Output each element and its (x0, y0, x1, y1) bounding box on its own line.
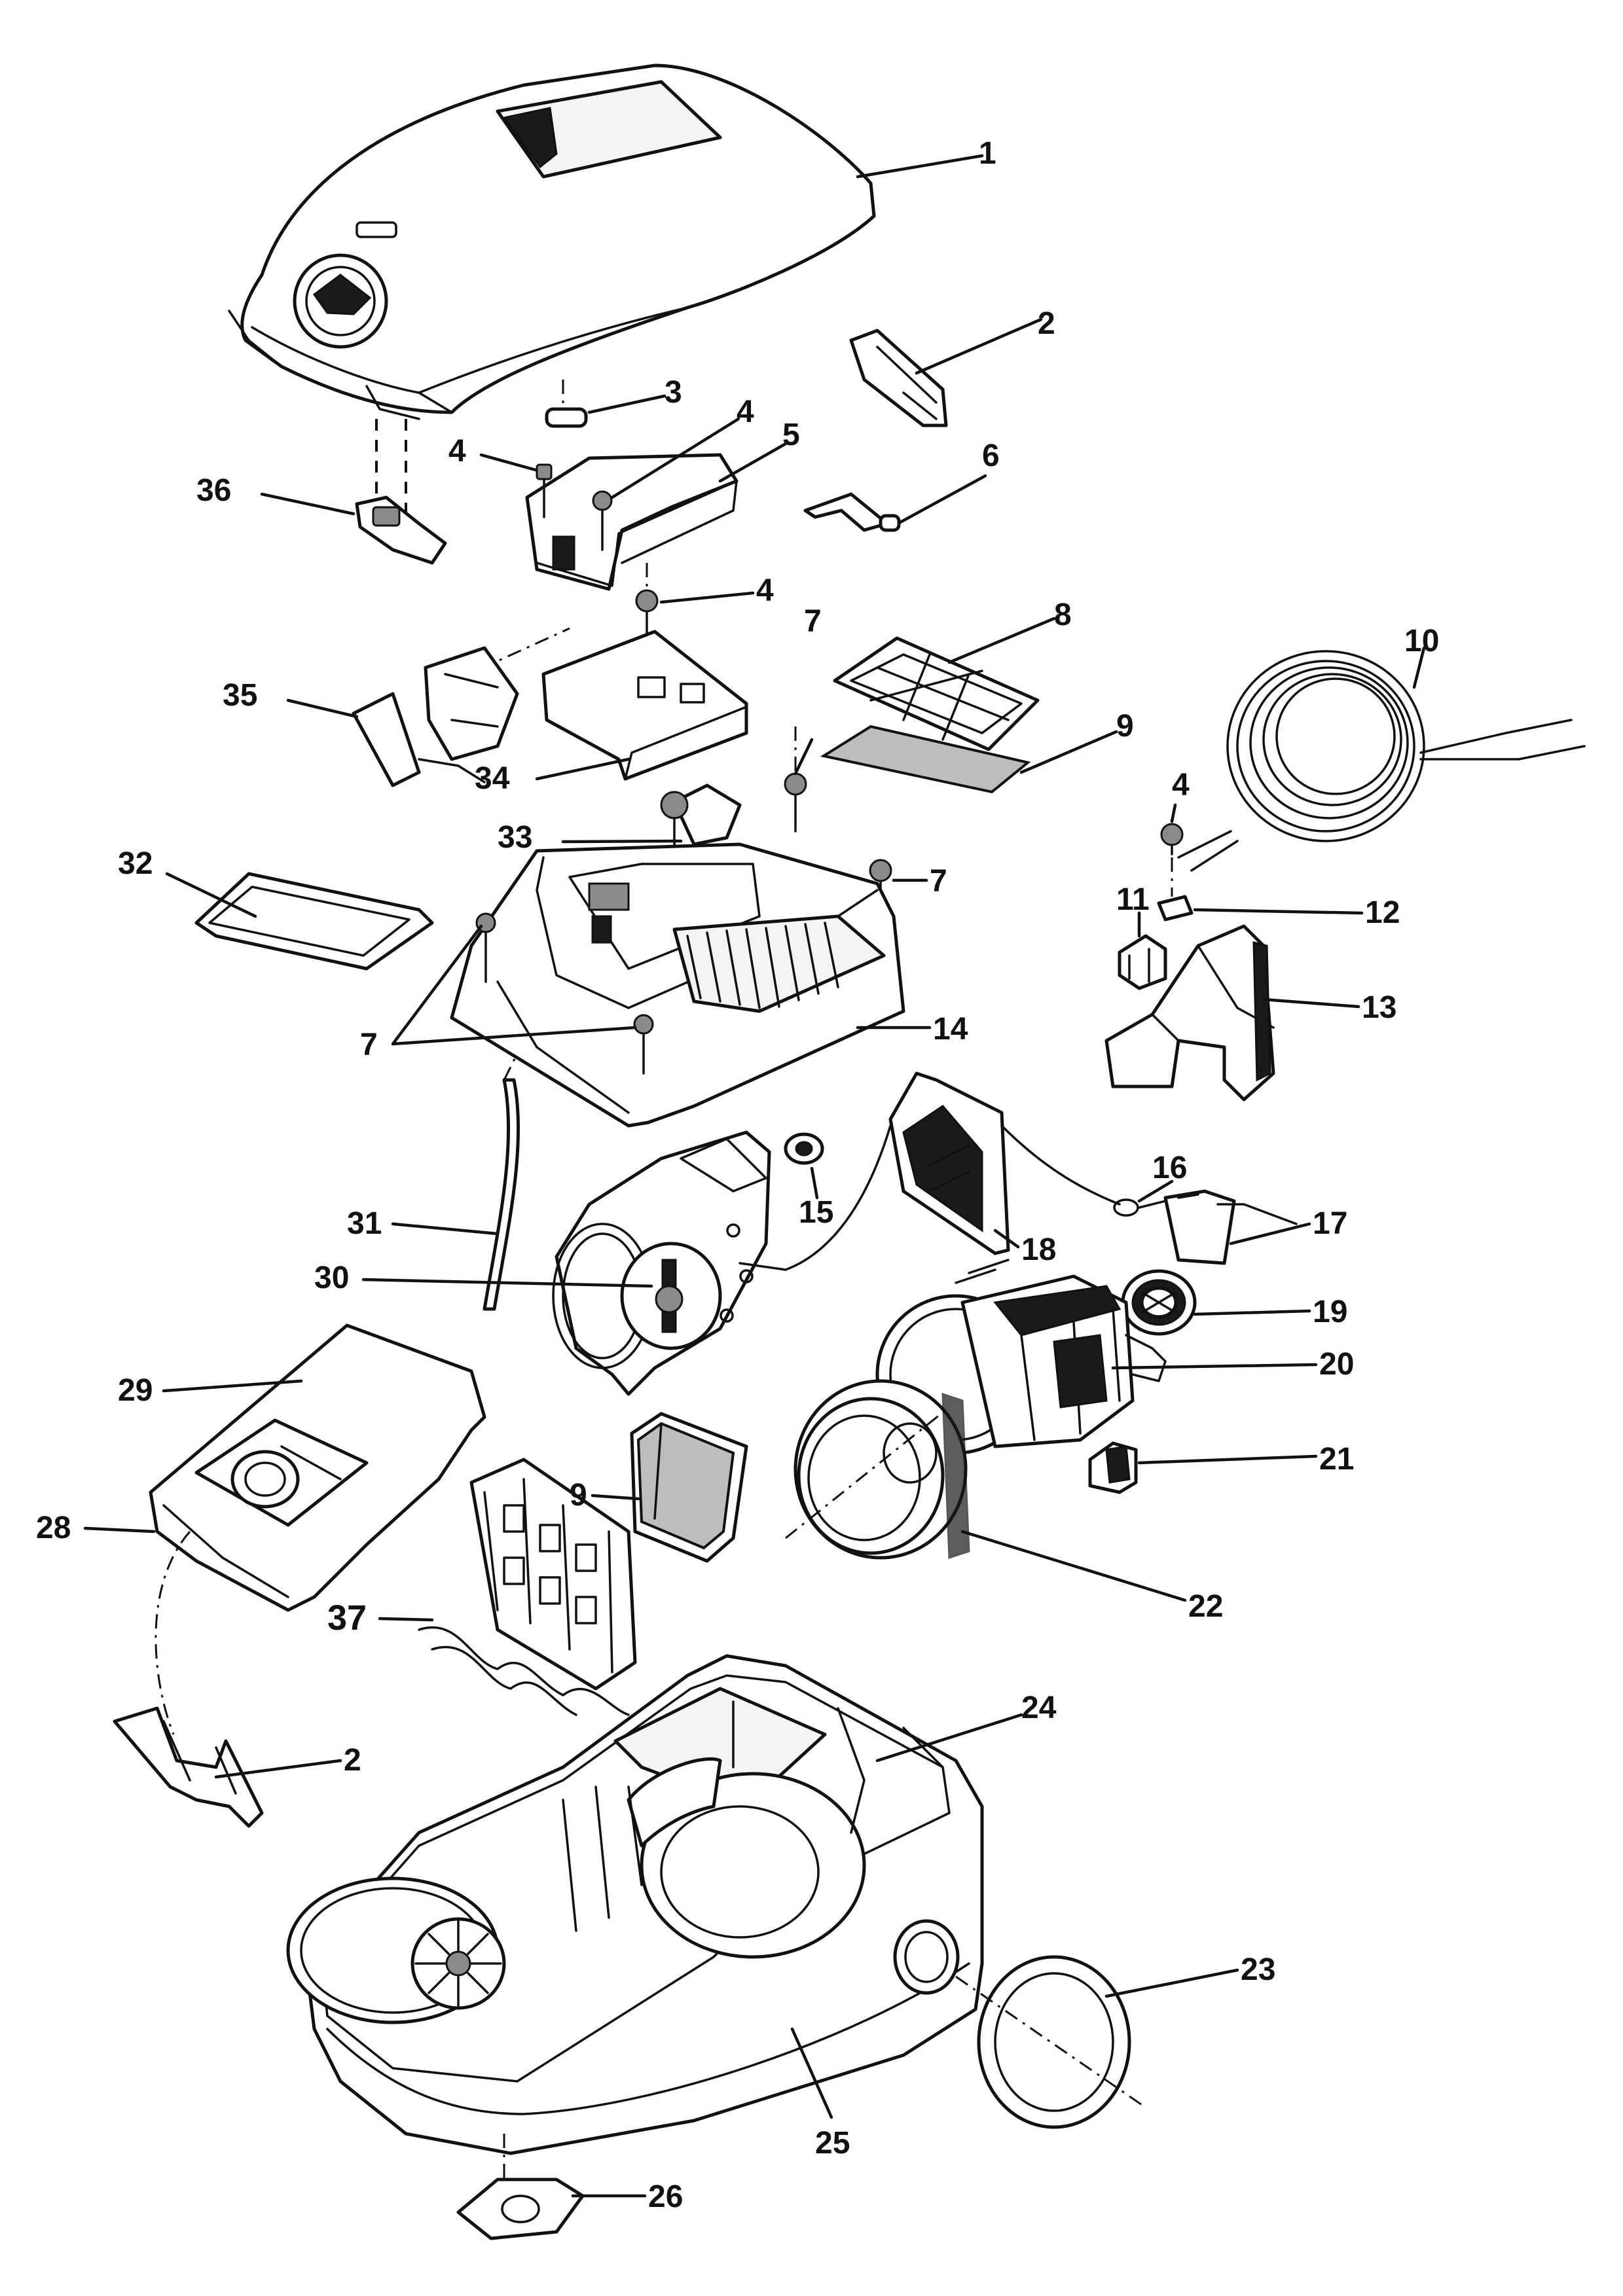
callout-36: 36 (196, 473, 231, 508)
part-37-bag-holder (418, 1458, 637, 1716)
callout-9-bottom: 9 (570, 1478, 587, 1513)
callout-29: 29 (118, 1373, 153, 1408)
callout-34: 34 (475, 761, 510, 796)
part-33-connector (660, 783, 742, 852)
callout-labels: 1 2 3 4 4 5 6 36 4 7 8 10 35 9 34 4 33 3… (36, 136, 1439, 2214)
part-29-dust-bag (149, 1323, 486, 1612)
callout-4-d: 4 (1172, 768, 1190, 802)
part-4-screw-a (536, 463, 553, 518)
callout-23: 23 (1241, 1952, 1275, 1987)
callout-20: 20 (1319, 1347, 1354, 1382)
callout-35: 35 (223, 678, 257, 713)
part-10-power-cord (1177, 650, 1586, 872)
part-1-top-cover (228, 63, 876, 420)
part-2-catch-top (849, 329, 948, 427)
callout-17: 17 (1313, 1206, 1347, 1241)
part-23-wheel (955, 1955, 1146, 2129)
part-4-screw-d (1160, 823, 1184, 855)
callout-26: 26 (648, 2179, 683, 2214)
callout-8: 8 (1054, 598, 1072, 632)
part-9-filter-bottom (630, 1412, 748, 1563)
part-34-plate (541, 630, 748, 781)
part-13-cord-holder (1104, 924, 1275, 1102)
callout-4-b: 4 (737, 395, 754, 429)
part-31-hose (483, 1053, 520, 1311)
part-12-strain-relief (1157, 857, 1194, 922)
part-7-screw-top (784, 726, 807, 833)
callout-11: 11 (1116, 882, 1150, 917)
part-14-upper-housing (450, 842, 905, 1128)
part-36-latch (355, 419, 447, 565)
callout-12: 12 (1365, 895, 1400, 930)
part-19-bearing-holder (1121, 1269, 1197, 1336)
part-6-clip (803, 492, 901, 532)
callout-3: 3 (665, 375, 682, 410)
callout-33: 33 (498, 820, 532, 855)
callout-37: 37 (327, 1598, 367, 1638)
callout-6: 6 (982, 439, 1000, 473)
part-24-25-main-body (286, 1654, 984, 2155)
callout-18: 18 (1021, 1232, 1056, 1267)
callout-1: 1 (979, 136, 996, 171)
callout-7-top: 7 (804, 604, 822, 639)
part-32-gasket (194, 872, 434, 971)
callout-25: 25 (815, 2126, 850, 2161)
callout-2-top: 2 (1038, 306, 1055, 341)
callout-4-a: 4 (448, 434, 466, 469)
part-11-clamp (1118, 934, 1167, 990)
part-35-switch (352, 627, 570, 787)
part-9-foam-filter-top (820, 725, 1031, 794)
part-5-bracket (525, 453, 739, 591)
callout-32: 32 (118, 846, 153, 881)
callout-14: 14 (933, 1012, 968, 1047)
part-4-screw-b (592, 490, 613, 551)
callout-13: 13 (1362, 990, 1396, 1025)
callout-30: 30 (314, 1261, 349, 1295)
callout-7-right: 7 (930, 864, 947, 899)
callout-24: 24 (1021, 1691, 1057, 1725)
part-2-bracket-bottom (113, 1531, 264, 1828)
part-18-motor-cover (739, 1071, 1010, 1271)
callout-15: 15 (799, 1195, 833, 1230)
part-22-motor-ring (785, 1379, 970, 1560)
part-7-screw-mid (633, 1014, 654, 1075)
callout-4-c: 4 (756, 573, 774, 608)
callout-31: 31 (347, 1206, 382, 1241)
part-30-motor-housing (552, 1130, 771, 1396)
callout-10: 10 (1404, 624, 1439, 658)
part-15-nut (784, 1132, 824, 1165)
callout-7-left: 7 (360, 1028, 378, 1062)
part-17-brush (1163, 1189, 1298, 1265)
callout-5: 5 (782, 418, 800, 452)
callout-16: 16 (1152, 1151, 1187, 1185)
callout-2-bottom: 2 (344, 1743, 361, 1778)
part-21-connector (1088, 1441, 1138, 1494)
callout-22: 22 (1188, 1589, 1223, 1624)
callout-19: 19 (1313, 1295, 1347, 1329)
callout-9-top: 9 (1116, 709, 1134, 744)
part-3-pin (545, 380, 588, 428)
callout-21: 21 (1319, 1442, 1354, 1477)
callout-28: 28 (36, 1511, 71, 1545)
part-8-filter-frame (833, 636, 1040, 751)
